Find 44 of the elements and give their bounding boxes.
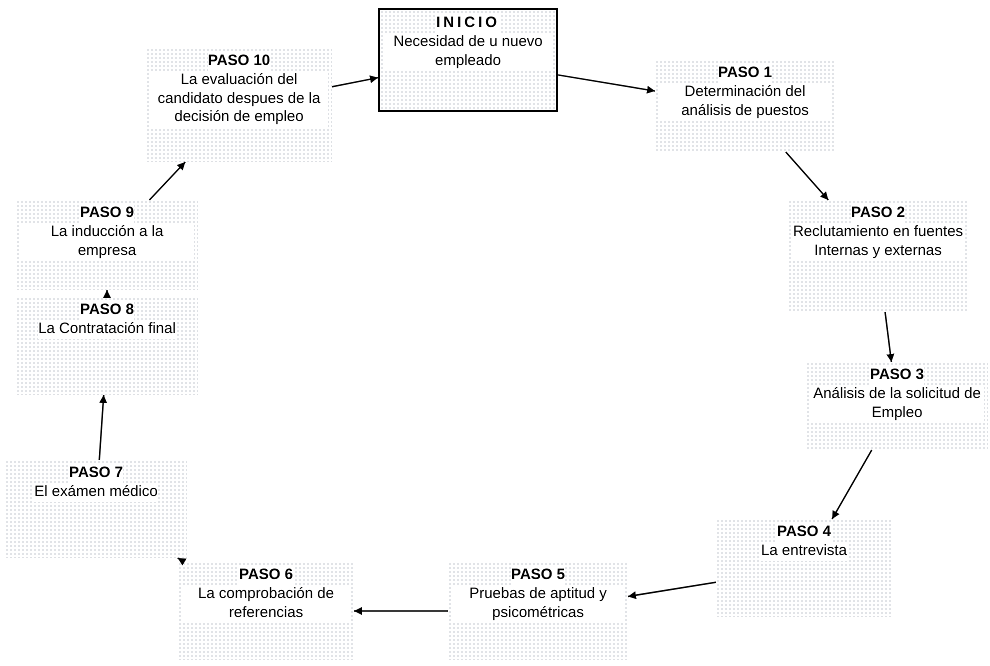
step-box	[448, 562, 628, 660]
step-description: La inducción a la empresa	[20, 222, 194, 260]
step-description: Análisis de la solicitud de Empleo	[810, 384, 984, 422]
arrow	[98, 394, 108, 460]
step-box	[178, 562, 354, 660]
step-description: Determinación del análisis de puestos	[659, 82, 831, 120]
step-title: PASO 7	[69, 464, 123, 483]
step-box	[806, 362, 988, 450]
step-description: Reclutamiento en fuentes Internas y externas	[792, 222, 964, 260]
arrow	[558, 74, 656, 94]
step-box	[716, 519, 892, 617]
step-box	[788, 200, 968, 312]
step-box	[16, 200, 198, 290]
step-description: La evaluación del candidato despues de la decisión de empleo	[150, 70, 328, 127]
step-description: La entrevista	[761, 542, 847, 560]
step-title: PASO 9	[80, 204, 134, 223]
step-description: Necesidad de u nuevo empleado	[384, 32, 552, 70]
step-title: INICIO	[436, 14, 500, 33]
step-description: El exámen médico	[34, 482, 158, 502]
step-box	[16, 297, 198, 395]
step-title: PASO 5	[511, 566, 565, 585]
step-title: PASO 6	[239, 566, 293, 585]
step-box	[655, 60, 835, 152]
arrow	[884, 312, 894, 362]
step-description: La comprobación de referencias	[182, 584, 350, 622]
arrow	[785, 152, 829, 200]
step-box	[5, 460, 187, 558]
step-box	[146, 48, 332, 162]
step-description: Pruebas de aptitud y psicométricas	[452, 584, 624, 622]
arrow	[148, 161, 186, 201]
step-description: La Contratación final	[38, 320, 176, 338]
arrow	[177, 557, 187, 566]
arrow	[354, 607, 448, 615]
arrow	[103, 290, 111, 298]
step-title: PASO 1	[718, 64, 772, 83]
start-box	[378, 8, 558, 112]
step-title: PASO 2	[851, 204, 905, 223]
step-title: PASO 8	[80, 301, 134, 320]
step-title: PASO 4	[777, 523, 831, 542]
step-title: PASO 10	[208, 52, 270, 71]
arrow	[332, 75, 378, 88]
arrow	[831, 450, 872, 520]
step-title: PASO 3	[870, 366, 924, 385]
arrow	[628, 581, 716, 600]
